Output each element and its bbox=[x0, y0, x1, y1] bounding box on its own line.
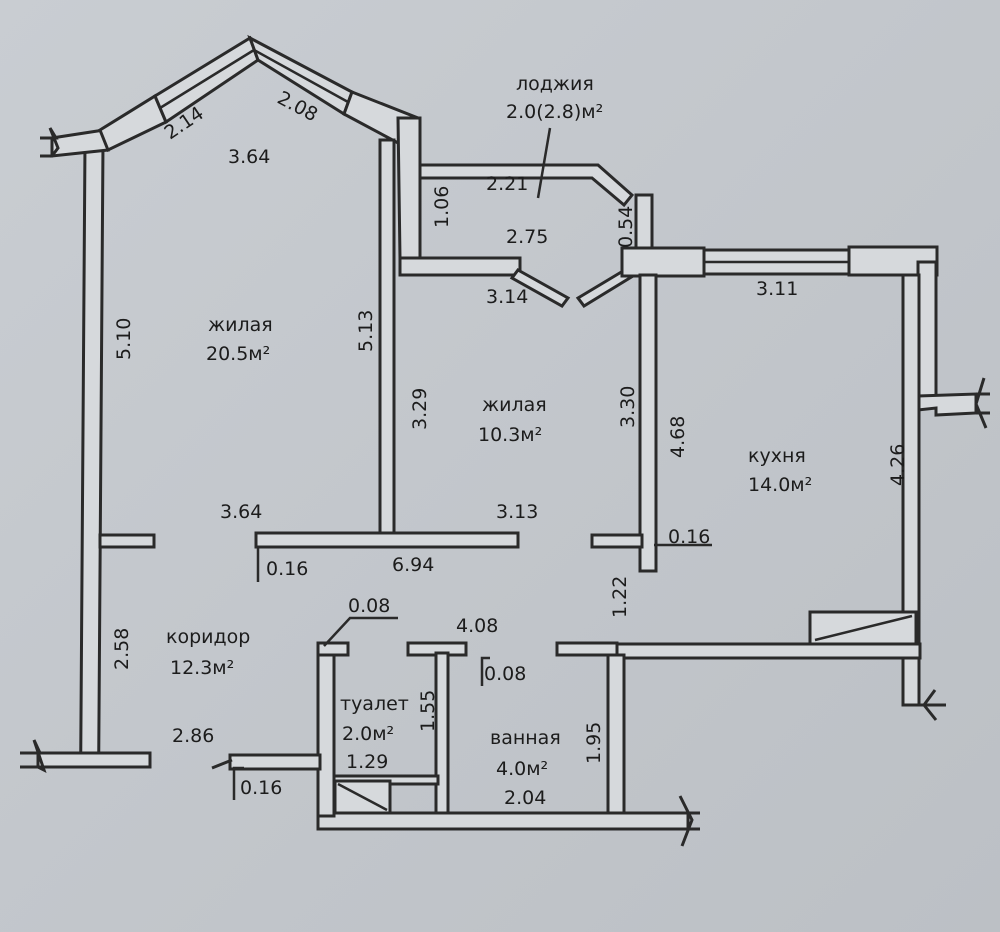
dim-3-14: 3.14 bbox=[486, 286, 528, 308]
dim-2-86: 2.86 bbox=[172, 725, 214, 747]
dim-2-04: 2.04 bbox=[504, 787, 546, 809]
dim-3-64-mid: 3.64 bbox=[220, 501, 262, 523]
leader-0-16-a bbox=[256, 545, 268, 582]
wall-toilet-bath bbox=[434, 651, 450, 815]
dim-6-94: 6.94 bbox=[392, 554, 434, 576]
room-toilet-area: 2.0м² bbox=[342, 723, 394, 745]
room-bathroom-name: ванная bbox=[490, 727, 561, 749]
toilet-vent-diagonal bbox=[337, 782, 388, 812]
break-mark-bottom bbox=[678, 795, 700, 847]
dim-3-13: 3.13 bbox=[496, 501, 538, 523]
wall-partition-1 bbox=[378, 138, 396, 535]
wall-top-left-stub bbox=[50, 128, 110, 158]
dim-0-54: 0.54 bbox=[615, 206, 637, 248]
wall-loggia-top bbox=[418, 163, 635, 208]
room-corridor-name: коридор bbox=[166, 626, 250, 648]
dim-5-13: 5.13 bbox=[355, 310, 377, 352]
wall-kitchen-right-upper bbox=[916, 260, 938, 398]
wall-bath-right bbox=[606, 653, 626, 817]
dim-1-95: 1.95 bbox=[583, 722, 605, 764]
room-kitchen-area: 14.0м² bbox=[748, 474, 812, 496]
wall-corridor-bottom-left bbox=[36, 751, 152, 769]
room-kitchen-name: кухня bbox=[748, 445, 806, 467]
dim-3-29: 3.29 bbox=[409, 388, 431, 430]
wall-left bbox=[79, 148, 105, 757]
break-mark-corridor bbox=[211, 758, 233, 770]
leader-loggia-area bbox=[536, 127, 552, 199]
dim-0-08-a: 0.08 bbox=[348, 595, 390, 617]
break-mark-top-left bbox=[40, 127, 60, 158]
room-living1-name: жилая bbox=[208, 314, 273, 336]
room-living1-area: 20.5м² bbox=[206, 343, 270, 365]
dim-4-08: 4.08 bbox=[456, 615, 498, 637]
wall-kitchen-bottom bbox=[606, 642, 922, 660]
room-living2-area: 10.3м² bbox=[478, 424, 542, 446]
room-bathroom-area: 4.0м² bbox=[496, 758, 548, 780]
wall-loggia-bottom bbox=[398, 256, 522, 277]
dim-3-64-top: 3.64 bbox=[228, 146, 270, 168]
dim-2-58: 2.58 bbox=[111, 628, 133, 670]
wall-bay-loggia bbox=[396, 116, 422, 260]
wall-toilet-top-left bbox=[316, 641, 350, 657]
bay-window-pane-right bbox=[253, 48, 349, 104]
bay-window-pane-left bbox=[159, 48, 255, 110]
break-mark-left-bottom bbox=[20, 739, 47, 773]
dim-1-55: 1.55 bbox=[417, 690, 439, 732]
wall-toilet-left bbox=[316, 644, 336, 818]
dim-3-30: 3.30 bbox=[617, 386, 639, 428]
room-living2-name: жилая bbox=[482, 394, 547, 416]
dim-1-22: 1.22 bbox=[609, 576, 631, 618]
dim-5-10: 5.10 bbox=[113, 318, 135, 360]
dim-2-21: 2.21 bbox=[486, 173, 528, 195]
dim-2-75: 2.75 bbox=[506, 226, 548, 248]
dim-1-29: 1.29 bbox=[346, 751, 388, 773]
dim-0-16-a: 0.16 bbox=[266, 558, 308, 580]
break-mark-kitchen-right bbox=[974, 377, 990, 429]
room-toilet-name: туалет bbox=[340, 693, 409, 715]
wall-living2-bottom-right bbox=[590, 533, 644, 549]
leader-0-16-c bbox=[232, 766, 244, 800]
loggia-door-left bbox=[509, 268, 571, 308]
wall-living1-bottom-left bbox=[98, 533, 156, 549]
wall-living-bottom bbox=[254, 531, 520, 549]
wall-partition-2 bbox=[638, 273, 658, 573]
room-loggia-name: лоджия bbox=[516, 73, 594, 95]
room-loggia-area: 2.0(2.8)м² bbox=[506, 101, 603, 123]
dim-4-68: 4.68 bbox=[667, 416, 689, 458]
dim-3-11: 3.11 bbox=[756, 278, 798, 300]
vent-shaft-diagonal bbox=[814, 614, 913, 642]
dim-4-26: 4.26 bbox=[887, 444, 909, 486]
wall-kitchen-right-stub bbox=[916, 392, 978, 417]
leader-0-08-b bbox=[480, 656, 490, 686]
dim-0-08-b: 0.08 bbox=[484, 663, 526, 685]
dim-1-06: 1.06 bbox=[431, 186, 453, 228]
wall-bath-top-right bbox=[555, 641, 619, 657]
break-mark-kitchen-bottom bbox=[903, 689, 946, 721]
wall-bay-left bbox=[98, 93, 168, 153]
wall-bottom bbox=[316, 811, 690, 831]
wall-kitchen-top-block-left bbox=[620, 246, 706, 278]
dim-0-16-b: 0.16 bbox=[668, 526, 710, 548]
leader-0-08-a bbox=[323, 616, 398, 647]
room-corridor-area: 12.3м² bbox=[170, 657, 234, 679]
dim-0-16-c: 0.16 bbox=[240, 777, 282, 799]
